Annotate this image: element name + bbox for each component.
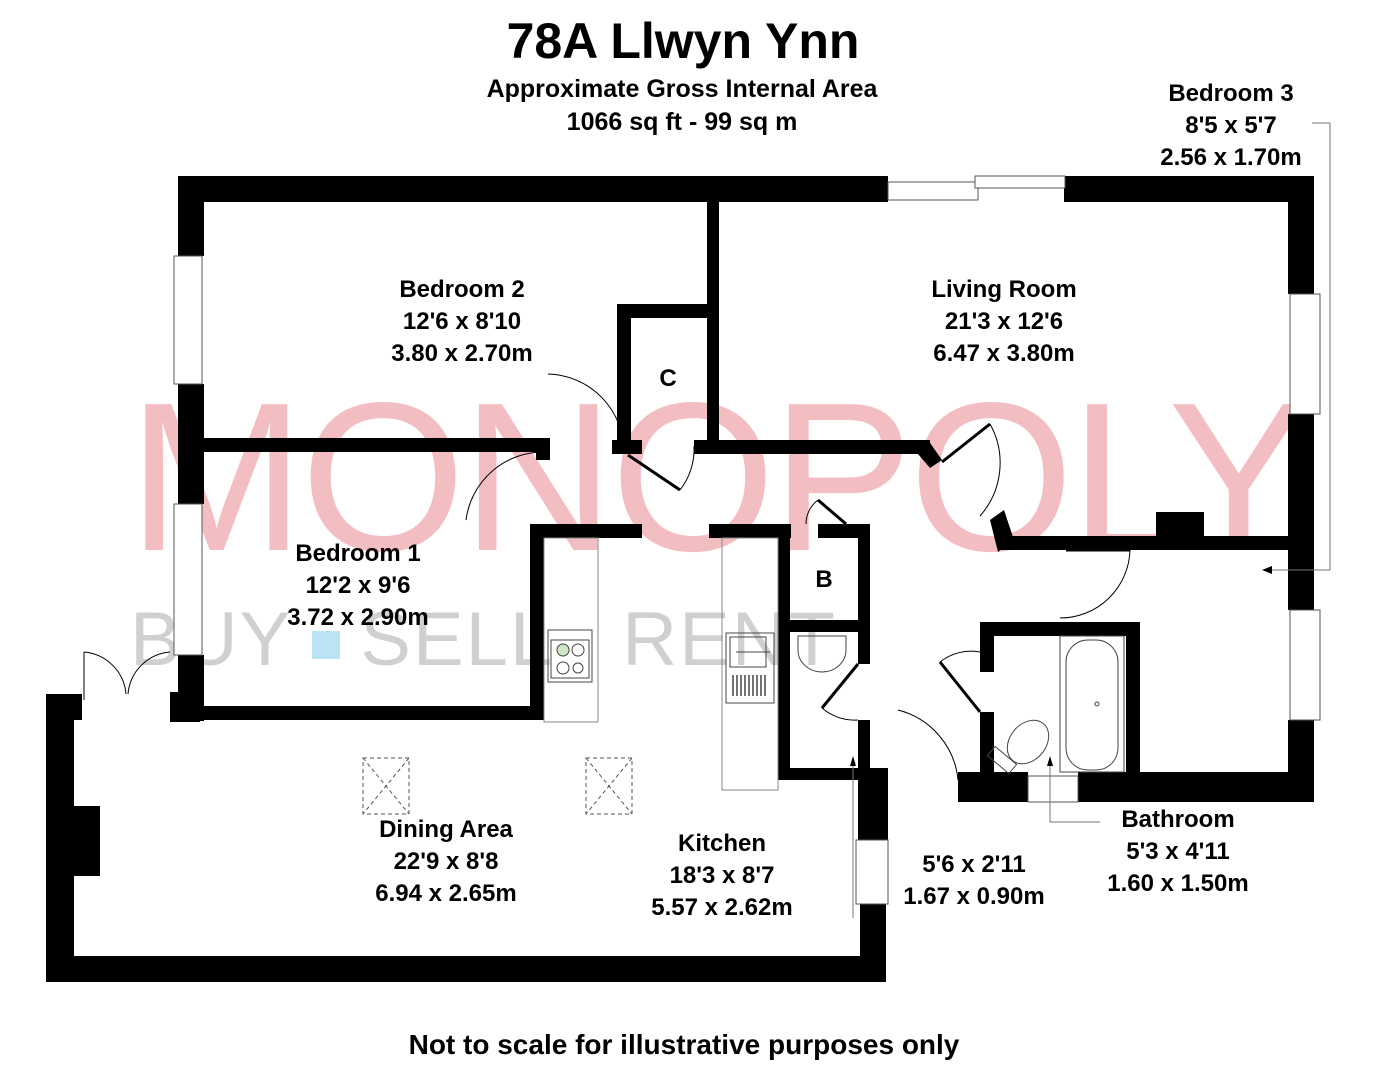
room-label-wc: 5'6 x 2'11 1.67 x 0.90m [886, 849, 1062, 913]
wall-top-left [178, 176, 888, 202]
room-name: Bathroom [1121, 806, 1235, 833]
room-label-cupboard-b: B [815, 566, 833, 593]
room-label-bathroom: Bathroom 5'3 x 4'11 1.60 x 1.50m [1090, 804, 1266, 900]
room-label-living-room: Living Room 21'3 x 12'6 6.47 x 3.80m [894, 274, 1114, 370]
watermark-sell: SELL [360, 597, 555, 682]
room-metric: 1.60 x 1.50m [1107, 870, 1249, 897]
watermark-square-icon [312, 630, 341, 659]
room-label-kitchen: Kitchen 18'3 x 8'7 5.57 x 2.62m [622, 828, 822, 924]
room-imperial: 21'3 x 12'6 [944, 308, 1064, 335]
page-title: 78A Llwyn Ynn [506, 13, 860, 69]
room-imperial: 8'5 x 5'7 [1185, 112, 1277, 139]
disclaimer: Not to scale for illustrative purposes o… [408, 1029, 960, 1060]
kitchen-sink-icon [725, 632, 775, 704]
room-label-bedroom-1: Bedroom 1 12'2 x 9'6 3.72 x 2.90m [268, 538, 448, 634]
room-metric: 6.94 x 2.65m [375, 880, 517, 907]
room-imperial: 5'6 x 2'11 [922, 851, 1026, 878]
room-label-dining-area: Dining Area 22'9 x 8'8 6.94 x 2.65m [346, 814, 546, 910]
watermark-buy: BUY [130, 597, 293, 682]
room-name: Bedroom 1 [295, 540, 421, 567]
room-metric: 1.67 x 0.90m [903, 883, 1045, 910]
room-imperial: 18'3 x 8'7 [669, 862, 775, 889]
subtitle: Approximate Gross Internal Area [486, 75, 878, 103]
room-imperial: 22'9 x 8'8 [393, 848, 499, 875]
gross-area: 1066 sq ft - 99 sq m [566, 108, 798, 136]
room-label-bedroom-3: Bedroom 3 8'5 x 5'7 2.56 x 1.70m [1136, 78, 1326, 174]
bath-icon [1059, 635, 1125, 773]
room-metric: 2.56 x 1.70m [1160, 144, 1302, 171]
room-name: Kitchen [677, 830, 766, 857]
room-metric: 6.47 x 3.80m [933, 340, 1075, 367]
hob-icon [547, 629, 593, 683]
watermark-tagline: BUY SELL RENT [130, 600, 837, 680]
wall-top-right [1064, 176, 1314, 202]
room-metric: 3.80 x 2.70m [391, 340, 533, 367]
room-name: Bedroom 2 [399, 276, 525, 303]
toilet-icon [986, 719, 1050, 775]
room-imperial: 12'2 x 9'6 [305, 572, 411, 599]
basin-icon [797, 635, 847, 673]
room-name: Dining Area [379, 816, 513, 843]
skylight-icon [362, 757, 633, 815]
room-imperial: 5'3 x 4'11 [1126, 838, 1230, 865]
room-name: Bedroom 3 [1168, 80, 1294, 107]
room-imperial: 12'6 x 8'10 [402, 308, 522, 335]
room-name: Living Room [931, 276, 1077, 303]
room-metric: 5.57 x 2.62m [651, 894, 793, 921]
room-label-bedroom-2: Bedroom 2 12'6 x 8'10 3.80 x 2.70m [362, 274, 562, 370]
room-metric: 3.72 x 2.90m [287, 604, 429, 631]
room-label-cupboard-c: C [659, 365, 677, 392]
watermark-rent: RENT [622, 597, 838, 682]
